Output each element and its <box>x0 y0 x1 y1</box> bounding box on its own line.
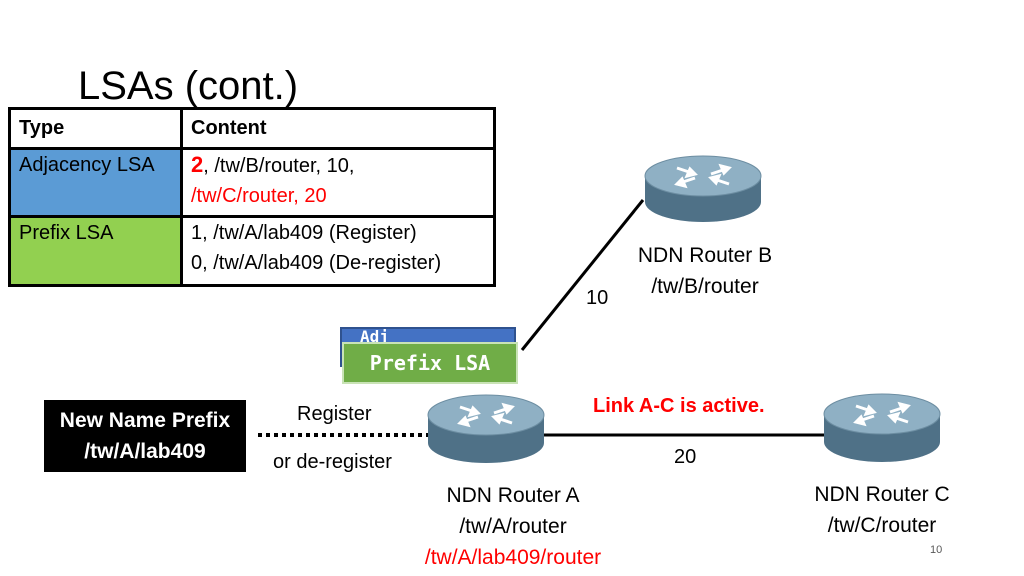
router-a-prefix: /tw/A/lab409/router <box>424 546 602 569</box>
router-c-name: NDN Router C <box>814 483 950 506</box>
router-b-path: /tw/B/router <box>651 275 759 298</box>
cost-a-c: 20 <box>674 446 697 468</box>
table-row-adjacency: Adjacency LSA 2, /tw/B/router, 10, /tw/C… <box>8 147 496 218</box>
adjacency-line1: , /tw/B/router, 10, <box>203 155 355 177</box>
cost-a-b: 10 <box>586 287 609 309</box>
register-label: Register <box>297 403 372 425</box>
page-number: 10 <box>930 544 943 556</box>
prefix-lsa-packet: Prefix LSA <box>342 342 518 384</box>
adjacency-packet-label: Adj <box>360 327 389 346</box>
header-type: Type <box>8 107 183 150</box>
router-b-name: NDN Router B <box>637 244 773 267</box>
lsa-table: Type Content Adjacency LSA 2, /tw/B/rout… <box>8 107 496 287</box>
link-a-b <box>520 199 645 351</box>
type-adjacency-lsa: Adjacency LSA <box>8 147 183 218</box>
prefix-line1: 1, /tw/A/lab409 (Register) <box>191 222 417 244</box>
router-a-name: NDN Router A <box>446 484 580 507</box>
content-prefix-lsa: 1, /tw/A/lab409 (Register) 0, /tw/A/lab4… <box>180 215 496 287</box>
link-status-label: Link A-C is active. <box>593 395 765 417</box>
adjacency-count: 2 <box>191 152 204 177</box>
router-a-path: /tw/A/router <box>459 515 567 538</box>
router-b-label: NDN Router B /tw/B/router <box>620 240 790 302</box>
slide-title: LSAs (cont.) <box>78 64 299 108</box>
header-content: Content <box>180 107 496 150</box>
router-c-label: NDN Router C /tw/C/router <box>797 479 967 541</box>
content-adjacency-lsa: 2, /tw/B/router, 10, /tw/C/router, 20 <box>180 147 496 218</box>
new-name-prefix-box: New Name Prefix /tw/A/lab409 <box>44 400 246 472</box>
new-prefix-title: New Name Prefix <box>59 409 231 432</box>
router-a-label: NDN Router A /tw/A/router /tw/A/lab409/r… <box>398 480 628 573</box>
router-c-path: /tw/C/router <box>827 514 937 537</box>
new-prefix-name: /tw/A/lab409 <box>84 440 206 463</box>
router-a-icon <box>427 394 545 463</box>
adjacency-line2: /tw/C/router, 20 <box>191 185 327 207</box>
router-b-icon <box>644 155 762 222</box>
router-c-icon <box>823 393 941 462</box>
prefix-line2: 0, /tw/A/lab409 (De-register) <box>191 252 442 274</box>
table-row-prefix: Prefix LSA 1, /tw/A/lab409 (Register) 0,… <box>8 215 496 287</box>
table-header-row: Type Content <box>8 107 496 150</box>
deregister-label: or de-register <box>273 451 392 473</box>
type-prefix-lsa: Prefix LSA <box>8 215 183 287</box>
